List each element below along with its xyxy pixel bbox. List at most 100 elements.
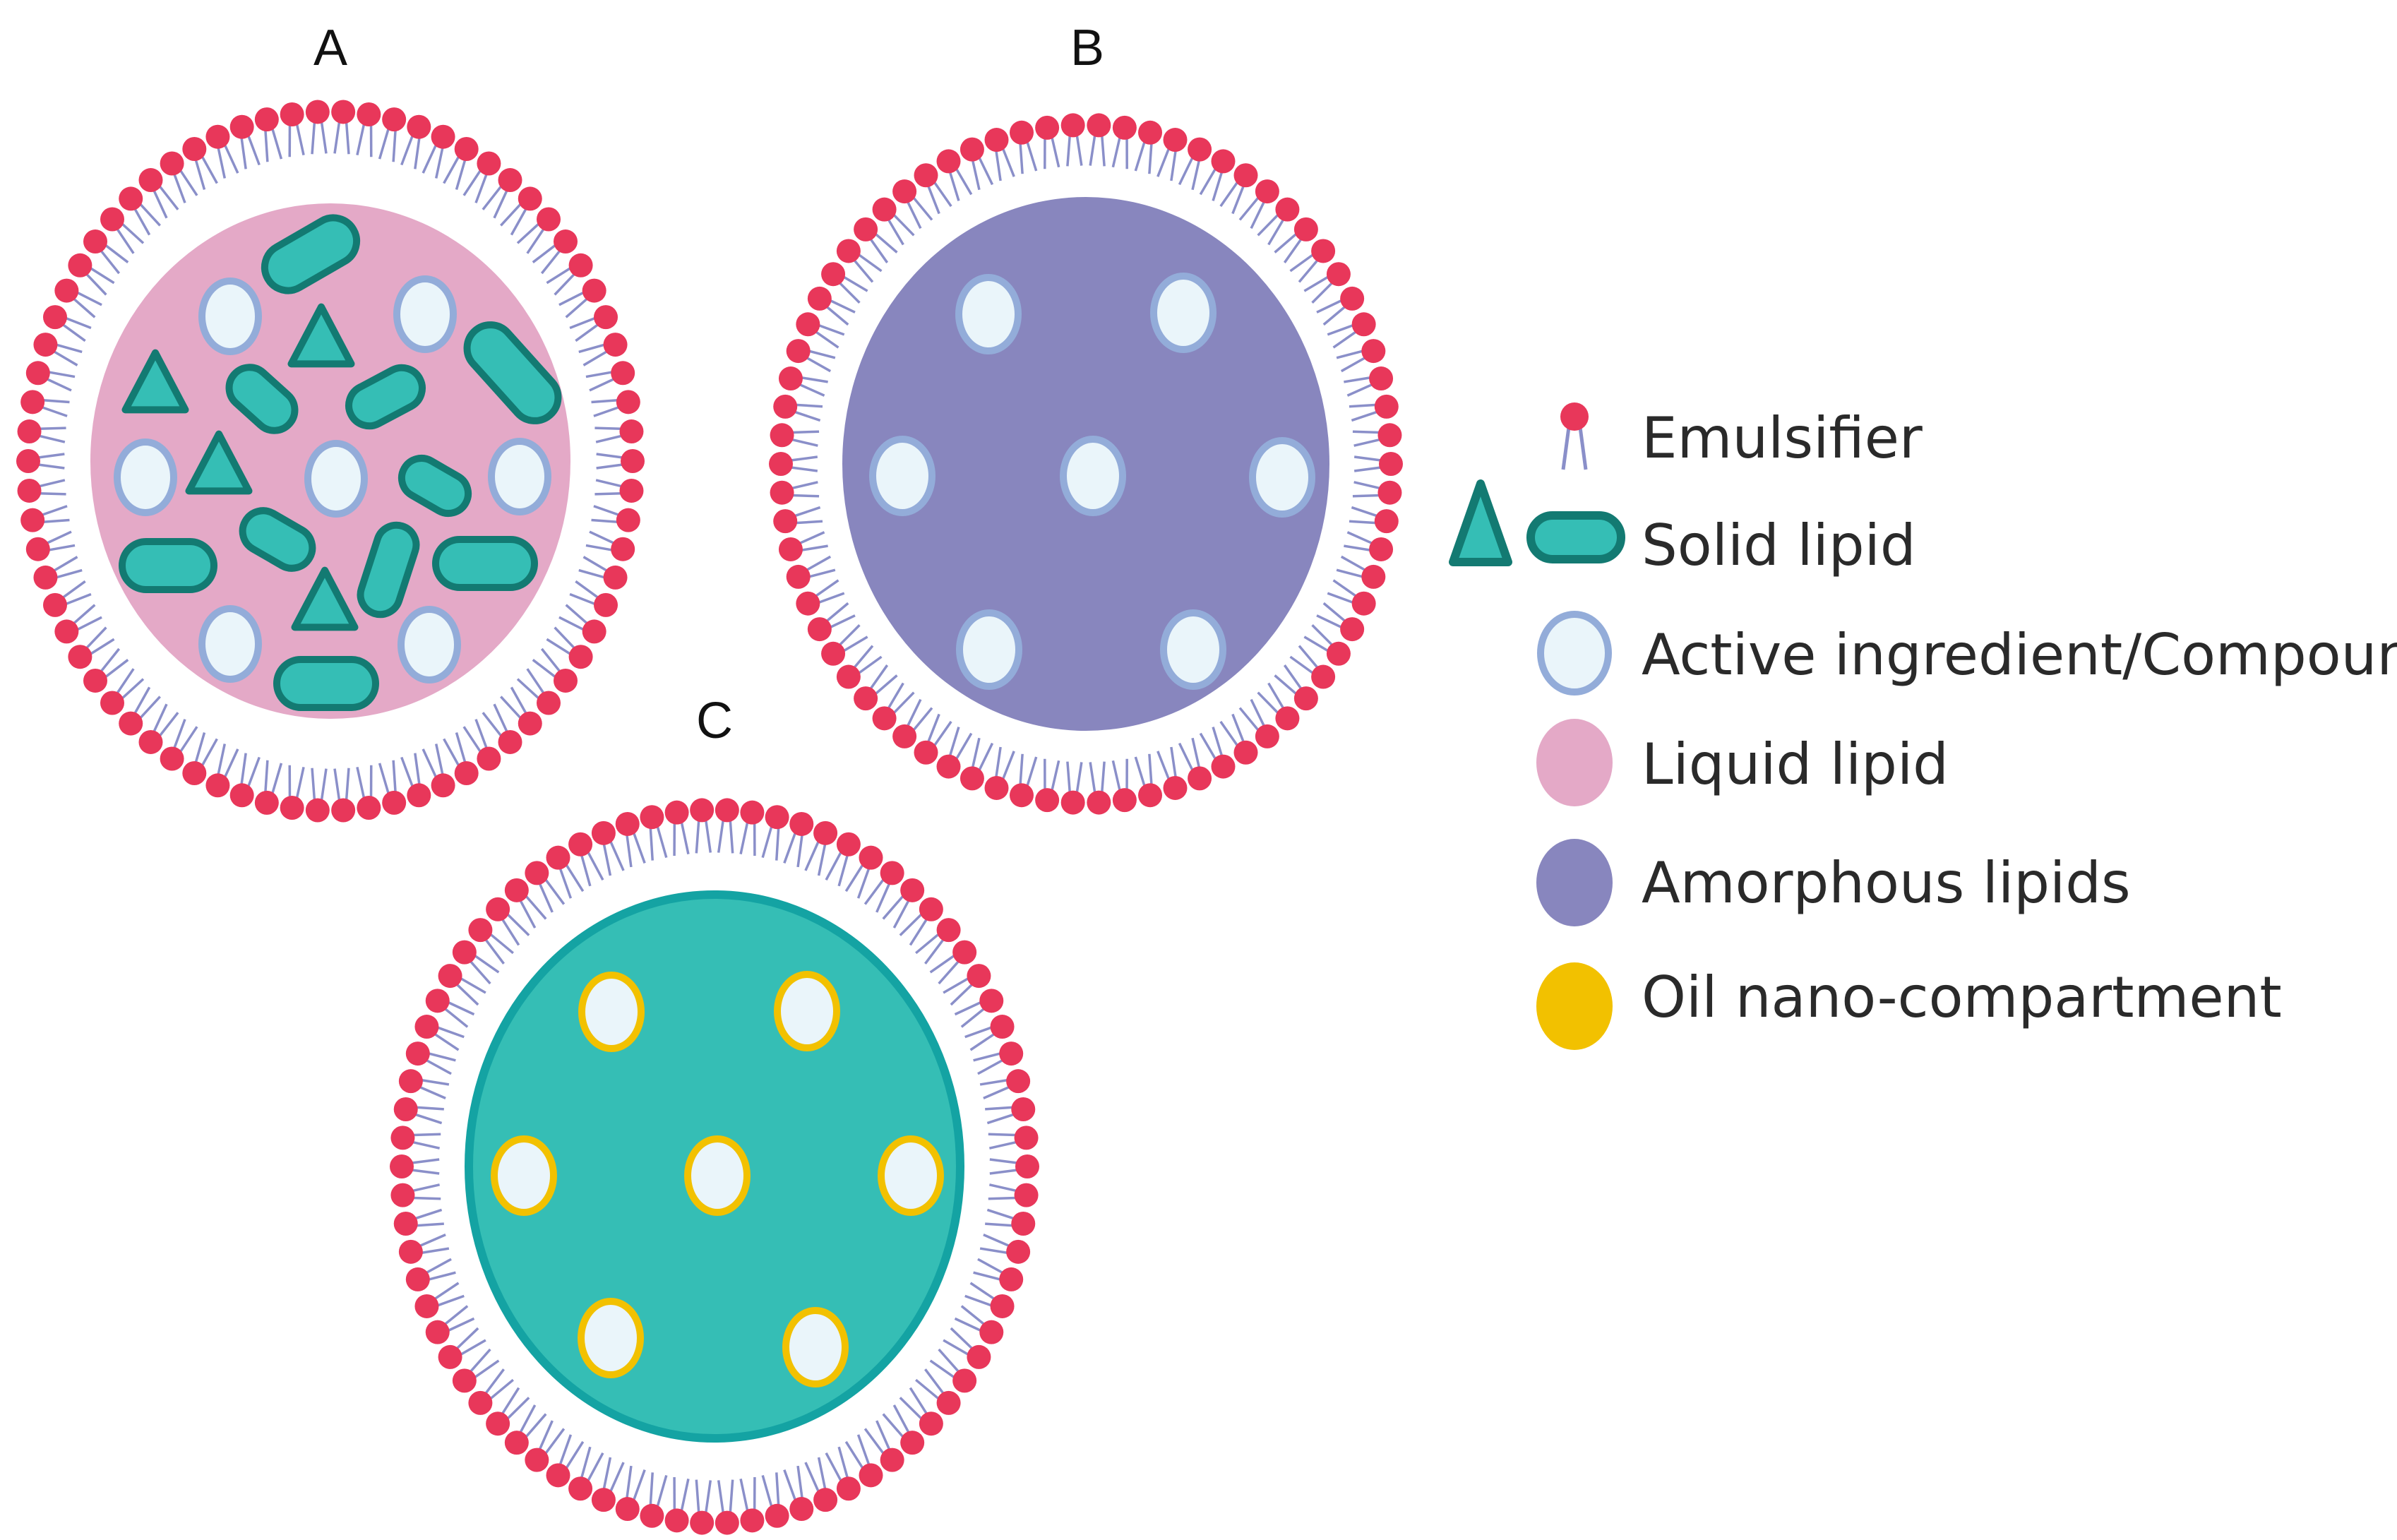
emulsifier-molecule xyxy=(943,1327,991,1369)
emulsifier-molecule xyxy=(825,1446,861,1501)
emulsifier-shell-b xyxy=(769,113,1403,815)
emulsifier-molecule xyxy=(1336,339,1386,373)
emulsifier-molecule xyxy=(182,137,218,191)
active-ingredient-droplet xyxy=(955,274,1022,354)
emulsifier-molecule xyxy=(804,1457,838,1512)
liquid-lipid-icon xyxy=(1536,719,1613,806)
emulsifier-molecule xyxy=(331,768,356,823)
emulsifier-molecule xyxy=(100,668,145,715)
emulsifier-molecule xyxy=(807,602,856,642)
emulsifier-molecule xyxy=(1111,758,1137,813)
emulsifier-molecule xyxy=(773,506,823,534)
emulsifier-molecule xyxy=(546,845,585,899)
emulsifier-molecule xyxy=(1111,115,1137,169)
active-ingredient-droplet xyxy=(956,609,1022,690)
panel-label-a: A xyxy=(313,20,347,76)
emulsifier-shell-c xyxy=(390,798,1039,1535)
emulsifier-molecule xyxy=(1134,753,1163,808)
legend-solid-lipid: Solid lipid xyxy=(1642,513,1916,578)
emulsifier-molecule xyxy=(770,423,820,448)
emulsifier-molecule xyxy=(205,744,239,798)
emulsifier-molecule xyxy=(356,765,381,820)
emulsifier-molecule xyxy=(414,1015,465,1051)
emulsifier-molecule xyxy=(205,124,239,179)
emulsifier-molecule xyxy=(783,811,814,868)
active-ingredient-droplet xyxy=(114,438,177,516)
emulsifier-molecule xyxy=(452,1348,500,1393)
particle-c-contents xyxy=(491,971,944,1387)
emulsifier-molecule xyxy=(899,897,943,946)
emulsifier-molecule xyxy=(892,179,933,229)
emulsifier-molecule xyxy=(1353,452,1403,476)
emulsifier-molecule xyxy=(899,1387,943,1436)
emulsifier-molecule xyxy=(1289,239,1336,283)
emulsifier-molecule xyxy=(786,339,836,373)
emulsifier-molecule xyxy=(1327,312,1376,349)
emulsifier-molecule xyxy=(1303,262,1351,304)
emulsifier-molecule xyxy=(305,768,330,823)
emulsifier-molecule xyxy=(1199,727,1236,779)
emulsifier-molecule xyxy=(398,1234,450,1264)
emulsifier-molecule xyxy=(400,753,431,808)
emulsifier-molecule xyxy=(960,737,994,791)
emulsifier-molecule xyxy=(280,102,305,157)
emulsifier-molecule xyxy=(1336,555,1386,589)
active-ingredient-droplet xyxy=(488,438,551,515)
emulsifier-molecule xyxy=(100,207,145,254)
emulsifier-molecule xyxy=(664,1476,690,1533)
emulsifier-molecule xyxy=(54,278,102,318)
emulsifier-molecule xyxy=(1352,480,1402,505)
emulsifier-molecule xyxy=(988,1183,1039,1207)
emulsifier-molecule xyxy=(1156,746,1188,800)
active-ingredient-droplet xyxy=(869,436,936,516)
emulsifier-molecule xyxy=(1060,761,1085,815)
emulsifier-molecule xyxy=(1344,366,1394,397)
oil-nano-compartment-droplet xyxy=(878,1135,944,1216)
emulsifier-molecule xyxy=(331,100,356,155)
emulsifier-molecule xyxy=(569,305,618,342)
emulsifier-molecule xyxy=(20,390,70,417)
emulsifier-molecule xyxy=(882,878,925,929)
solid-lipid-triangle xyxy=(121,349,189,414)
emulsifier-molecule xyxy=(863,861,904,913)
active-ingredient-droplet xyxy=(198,605,262,683)
emulsifier-molecule xyxy=(138,703,179,754)
solid-lipid-triangle xyxy=(291,566,359,631)
emulsifier-molecule xyxy=(516,668,561,715)
emulsifier-molecule xyxy=(33,333,83,366)
emulsifier-molecule xyxy=(1156,128,1188,181)
emulsifier-molecule xyxy=(468,1368,514,1415)
legend: Emulsifier Solid lipid Active ingredient… xyxy=(1449,402,2397,1050)
emulsifier-molecule xyxy=(989,1154,1039,1178)
emulsifier-molecule xyxy=(462,151,501,203)
emulsifier-molecule xyxy=(1289,645,1336,689)
active-ingredient-droplet xyxy=(304,440,368,518)
emulsifier-molecule xyxy=(936,727,973,779)
emulsifier-molecule xyxy=(1087,113,1111,167)
solid-lipid-capsule xyxy=(397,455,472,517)
emulsifier-molecule xyxy=(414,1282,465,1318)
emulsifier-molecule xyxy=(1257,197,1300,246)
emulsifier-molecule xyxy=(739,800,765,856)
emulsifier-molecule xyxy=(585,530,635,561)
solid-lipid-capsule xyxy=(357,521,420,619)
emulsifier-molecule xyxy=(422,744,455,798)
emulsifier-molecule xyxy=(773,394,823,422)
emulsifier-molecule xyxy=(546,1434,585,1488)
emulsifier-molecule xyxy=(468,918,514,965)
emulsifier-molecule xyxy=(1219,713,1258,765)
emulsifier-molecule xyxy=(569,580,618,617)
emulsifier-molecule xyxy=(1087,761,1111,815)
emulsifier-molecule xyxy=(778,366,828,397)
emulsifier-molecule xyxy=(715,1479,739,1535)
emulsifier-molecule xyxy=(443,137,479,191)
emulsifier-molecule xyxy=(1349,506,1399,534)
emulsifier-molecule xyxy=(500,186,542,236)
emulsifier-molecule xyxy=(405,1041,456,1075)
emulsifier-molecule xyxy=(568,832,604,887)
emulsifier-molecule xyxy=(796,312,845,349)
active-ingredient-droplet xyxy=(1060,436,1126,516)
emulsifier-molecule xyxy=(305,100,330,155)
active-ingredient-droplet xyxy=(397,606,461,684)
emulsifier-molecule xyxy=(54,604,102,644)
